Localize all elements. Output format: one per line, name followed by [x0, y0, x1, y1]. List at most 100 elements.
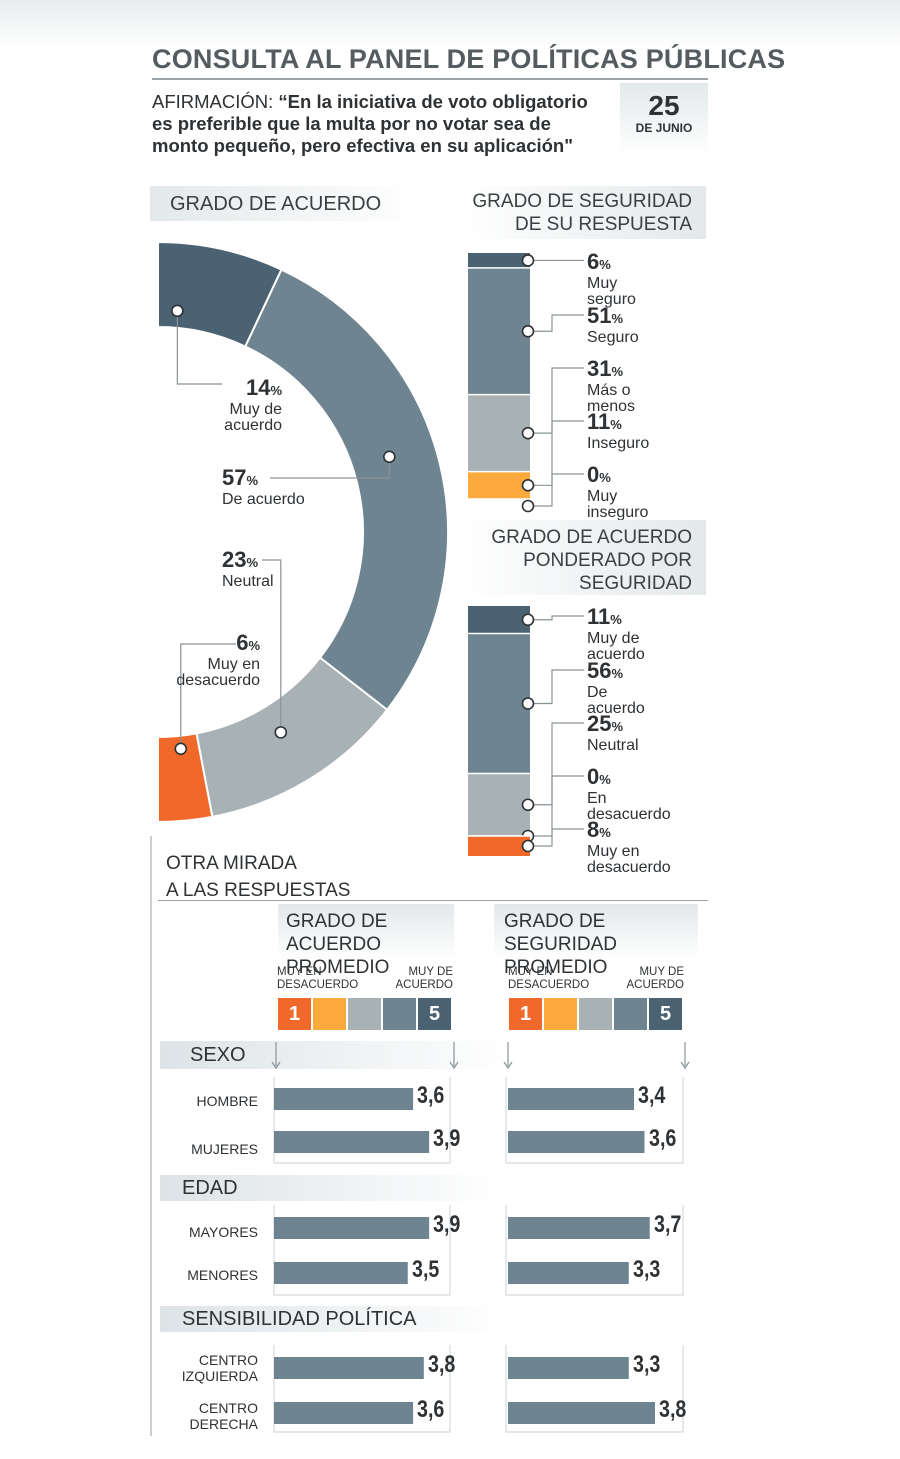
row-label-menores-text: MENORES — [187, 1267, 258, 1283]
header-background — [0, 0, 900, 50]
scale-arrow-head-agree-right — [449, 1061, 459, 1070]
label-very-agree-name-1: Muy de — [229, 401, 282, 418]
weighted-label-pct-sign-4: % — [599, 825, 611, 840]
certainty-label-name-2-0: Más o menos — [587, 382, 636, 415]
weighted-bar-4 — [468, 836, 530, 856]
donut-marker-neutral — [274, 726, 288, 739]
weighted-label-name-0-0: Muy de acuerdo — [587, 630, 645, 663]
scale-arrow-head-agree-left — [271, 1061, 281, 1070]
weighted-title-line-1: GRADO DE ACUERDO — [491, 527, 692, 548]
weighted-label-pct-3: 0 — [587, 764, 600, 789]
weighted-label-name-3-0: En desacuerdo — [587, 790, 671, 823]
agree-scale-2 — [313, 998, 346, 1030]
weighted-bar-0 — [468, 606, 530, 634]
weighted-bar-2 — [468, 773, 530, 836]
avg-agree-title-line-2: PROMEDIO — [286, 957, 390, 978]
avg-agree-value-3: 3,5 — [411, 1256, 440, 1283]
avg-certainty-title: GRADO DE SEGURIDAD PROMEDIO — [494, 904, 698, 978]
agree-scale-bar: 1 5 — [278, 998, 454, 1030]
page-title: CONSULTA AL PANEL DE POLÍTICAS PÚBLICAS — [152, 44, 786, 74]
other-view-title: OTRA MIRADA A LAS RESPUESTAS — [166, 850, 350, 904]
agree-scale-right-2: ACUERDO — [395, 979, 453, 991]
label-very-disagree-name-2: desacuerdo — [176, 672, 260, 689]
avg-agree-bar-2 — [274, 1217, 430, 1239]
avg-certainty-value-0: 3,4 — [638, 1082, 666, 1109]
certainty-scale-4 — [614, 998, 647, 1030]
certainty-label-1: 51%Seguro — [587, 305, 639, 346]
statement-line-1: “En la iniciativa de voto obligatorio — [278, 91, 588, 112]
row-label-cd-2: DERECHA — [189, 1416, 258, 1432]
certainty-marker-2 — [521, 426, 535, 440]
donut-marker-agree — [383, 450, 396, 464]
label-very-disagree: 6% Muy en desacuerdo — [170, 632, 260, 689]
certainty-label-pct-3: 11 — [587, 409, 611, 434]
donut-marker-very-agree — [171, 304, 184, 318]
weighted-leader-2 — [530, 722, 584, 806]
certainty-scale-left-2: DESACUERDO — [508, 979, 590, 991]
avg-agree-bar-3 — [274, 1262, 408, 1284]
certainty-label-3: 11%Inseguro — [587, 411, 649, 452]
certainty-chart-title: GRADO DE SEGURIDAD DE SU RESPUESTA — [462, 186, 706, 239]
donut-slice-very-disagree — [157, 732, 214, 824]
avg-certainty-value-5: 3,8 — [659, 1396, 687, 1423]
agree-scale-left-2: DESACUERDO — [277, 979, 359, 991]
certainty-label-pct-0: 6 — [587, 249, 600, 274]
label-very-disagree-name-1: Muy en — [207, 656, 260, 673]
certainty-scale-min: 1 — [509, 998, 542, 1030]
statement-line-3: monto pequeño, pero efectiva en su aplic… — [152, 135, 573, 156]
date-month: DE JUNIO — [635, 121, 693, 135]
weighted-label-pct-0: 11 — [587, 604, 611, 629]
weighted-title-line-3: SEGURIDAD — [579, 573, 692, 594]
avg-certainty-title-line-1: GRADO DE SEGURIDAD — [504, 911, 617, 955]
row-label-mujeres-text: MUJERES — [191, 1141, 258, 1157]
certainty-marker-1 — [521, 324, 535, 338]
weighted-leader-3 — [530, 775, 584, 837]
donut-leader-neutral — [262, 559, 282, 733]
certainty-leader-3 — [530, 420, 584, 486]
certainty-scale-left-1: MUY EN — [508, 966, 553, 978]
avg-agree-frame-1 — [273, 1205, 451, 1296]
weighted-leader-4 — [530, 828, 584, 847]
scale-arrow-head-certainty-left — [503, 1061, 513, 1070]
weighted-chart-title: GRADO DE ACUERDO PONDERADO POR SEGURIDAD — [462, 520, 706, 595]
row-label-cd-1: CENTRO — [198, 1400, 258, 1416]
left-rule — [150, 836, 152, 1436]
weighted-label-pct-2: 25 — [587, 711, 612, 736]
label-very-disagree-pct: 6 — [236, 630, 249, 655]
avg-certainty-bar-5 — [508, 1402, 655, 1424]
weighted-label-pct-sign-2: % — [611, 719, 624, 734]
date-day: 25 — [648, 90, 680, 121]
certainty-label-name-0-0: Muy seguro — [587, 275, 636, 308]
weighted-bar-1 — [468, 633, 530, 774]
weighted-marker-1 — [521, 697, 535, 710]
certainty-label-pct-sign-2: % — [611, 364, 624, 379]
row-label-mayores-text: MAYORES — [189, 1224, 258, 1240]
agree-scale-right-1: MUY DE — [408, 966, 453, 978]
weighted-leader-1 — [530, 669, 584, 705]
other-view-divider — [158, 900, 708, 901]
avg-agree-value-2: 3,9 — [433, 1211, 461, 1238]
certainty-label-pct-4: 0 — [587, 462, 600, 487]
certainty-label-4: 0%Muy inseguro — [587, 464, 648, 521]
certainty-bar-3 — [468, 471, 530, 499]
agree-scale-min: 1 — [278, 998, 311, 1030]
certainty-scale-right-2: ACUERDO — [626, 979, 684, 991]
donut-slice-agree — [243, 268, 449, 712]
certainty-bar-1 — [468, 267, 530, 395]
avg-agree-bar-4 — [274, 1357, 424, 1379]
avg-certainty-bar-0 — [508, 1088, 634, 1110]
weighted-label-pct-4: 8 — [587, 817, 600, 842]
weighted-label-name-2-0: Neutral — [587, 737, 639, 754]
donut-leader-very-agree — [176, 310, 222, 385]
row-label-mayores: MAYORES — [160, 1224, 258, 1240]
weighted-label-pct-sign-1: % — [611, 666, 624, 681]
agreement-chart-title: GRADO DE ACUERDO — [150, 186, 418, 221]
row-label-menores: MENORES — [160, 1267, 258, 1283]
certainty-marker-3 — [521, 479, 535, 492]
row-label-mujeres: MUJERES — [160, 1141, 258, 1157]
avg-certainty-frame-1 — [505, 1205, 684, 1296]
agree-scale-3 — [348, 998, 381, 1030]
